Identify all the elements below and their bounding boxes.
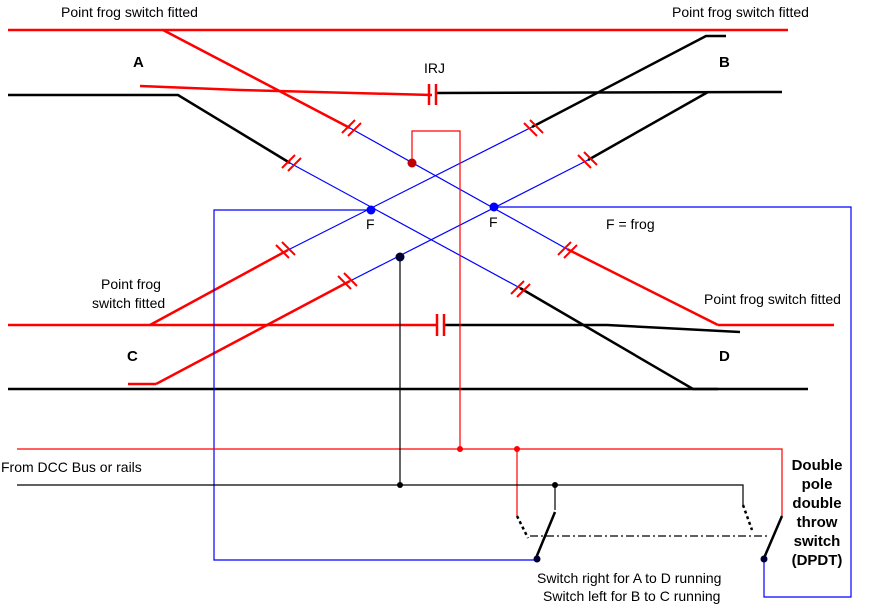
label-dpdt-3: double xyxy=(792,495,841,512)
label-frog-mid-left-2: switch fitted xyxy=(92,295,165,311)
gap-tick-8 xyxy=(510,280,531,298)
black-dcc-wire xyxy=(17,484,744,505)
gap-tick-4 xyxy=(577,151,598,169)
label-frog-legend: F = frog xyxy=(606,216,655,232)
dpdt-left-blade xyxy=(534,511,557,559)
black-junction-dot-dcc-1 xyxy=(397,482,403,488)
label-dpdt-4: throw xyxy=(797,514,838,531)
frog-dot-left xyxy=(366,205,376,215)
red-rail-a-to-irj xyxy=(139,84,433,97)
label-irj: IRJ xyxy=(424,60,445,76)
gap-tick-3 xyxy=(523,119,544,137)
red-wire-frog-link xyxy=(411,130,461,449)
red-rail-c-diag-lower xyxy=(155,279,351,386)
black-rail-to-b-top xyxy=(531,34,726,129)
black-rail-irj-to-b xyxy=(435,90,783,95)
label-track-b: B xyxy=(719,54,730,71)
dpdt-right-blade xyxy=(762,515,784,559)
blue-wire-right-frog xyxy=(494,206,852,598)
label-track-a: A xyxy=(133,54,144,71)
connection-dots xyxy=(366,158,558,488)
black-rail-c-upper-right xyxy=(444,323,741,334)
blue-diag-b-c-lower xyxy=(349,159,589,282)
feed-wires xyxy=(17,130,783,516)
label-track-d: D xyxy=(719,348,730,365)
black-rail-a-left xyxy=(8,93,291,165)
label-frog-left: F xyxy=(366,216,375,232)
gap-tick-5 xyxy=(275,241,296,259)
dpdt-right-throw-dashed xyxy=(741,504,754,531)
red-junction-dot-frog xyxy=(407,158,417,168)
black-rail-to-d-lower xyxy=(519,286,718,391)
labels: Point frog switch fitted Point frog swit… xyxy=(1,4,842,604)
dpdt-right-pivot xyxy=(760,555,768,563)
gap-tick-2 xyxy=(281,154,302,172)
dpdt-left-throw-dashed xyxy=(515,515,530,539)
label-frog-top-right: Point frog switch fitted xyxy=(672,4,809,20)
track-rails xyxy=(8,28,834,391)
red-rail-c-diag-upper xyxy=(149,248,289,327)
gap-tick-6 xyxy=(337,272,358,290)
rail-gap-ticks xyxy=(275,119,598,298)
label-switch-note-1: Switch right for A to D running xyxy=(537,570,721,586)
label-frog-right: F xyxy=(489,214,498,230)
label-track-c: C xyxy=(127,348,138,365)
label-frog-mid-right: Point frog switch fitted xyxy=(704,291,841,307)
label-frog-mid-left-1: Point frog xyxy=(101,276,161,292)
frog-dot-right xyxy=(489,202,499,212)
blue-diag-left-inner xyxy=(289,162,521,289)
red-rail-to-d-upper xyxy=(566,247,719,327)
black-rail-to-b-lower xyxy=(587,90,709,162)
frog-wires xyxy=(213,126,852,598)
black-junction-dot-frog xyxy=(395,252,405,262)
label-frog-top-left: Point frog switch fitted xyxy=(61,4,198,20)
label-dpdt-6: (DPDT) xyxy=(792,552,843,569)
blue-wire-left-frog xyxy=(213,209,537,561)
dpdt-switch xyxy=(515,504,784,563)
red-junction-dot-bus-1 xyxy=(457,446,463,452)
black-junction-dot-dcc-2 xyxy=(552,482,558,488)
irj-gaps xyxy=(427,84,446,336)
blue-diag-b-c-upper xyxy=(287,126,533,251)
label-dpdt-2: pole xyxy=(802,476,833,493)
gap-tick-7 xyxy=(557,241,578,259)
red-bus-wire xyxy=(17,448,783,516)
label-switch-note-2: Switch left for B to C running xyxy=(543,588,720,604)
gap-tick-1 xyxy=(341,119,362,137)
label-dcc-source: From DCC Bus or rails xyxy=(1,459,142,475)
blue-diag-a-d xyxy=(349,127,568,250)
red-diagonal-a-d-upper xyxy=(162,28,351,130)
label-dpdt-1: Double xyxy=(792,457,843,474)
red-junction-dot-bus-2 xyxy=(514,446,520,452)
label-dpdt-5: switch xyxy=(794,533,841,550)
dpdt-left-pivot xyxy=(533,555,541,563)
